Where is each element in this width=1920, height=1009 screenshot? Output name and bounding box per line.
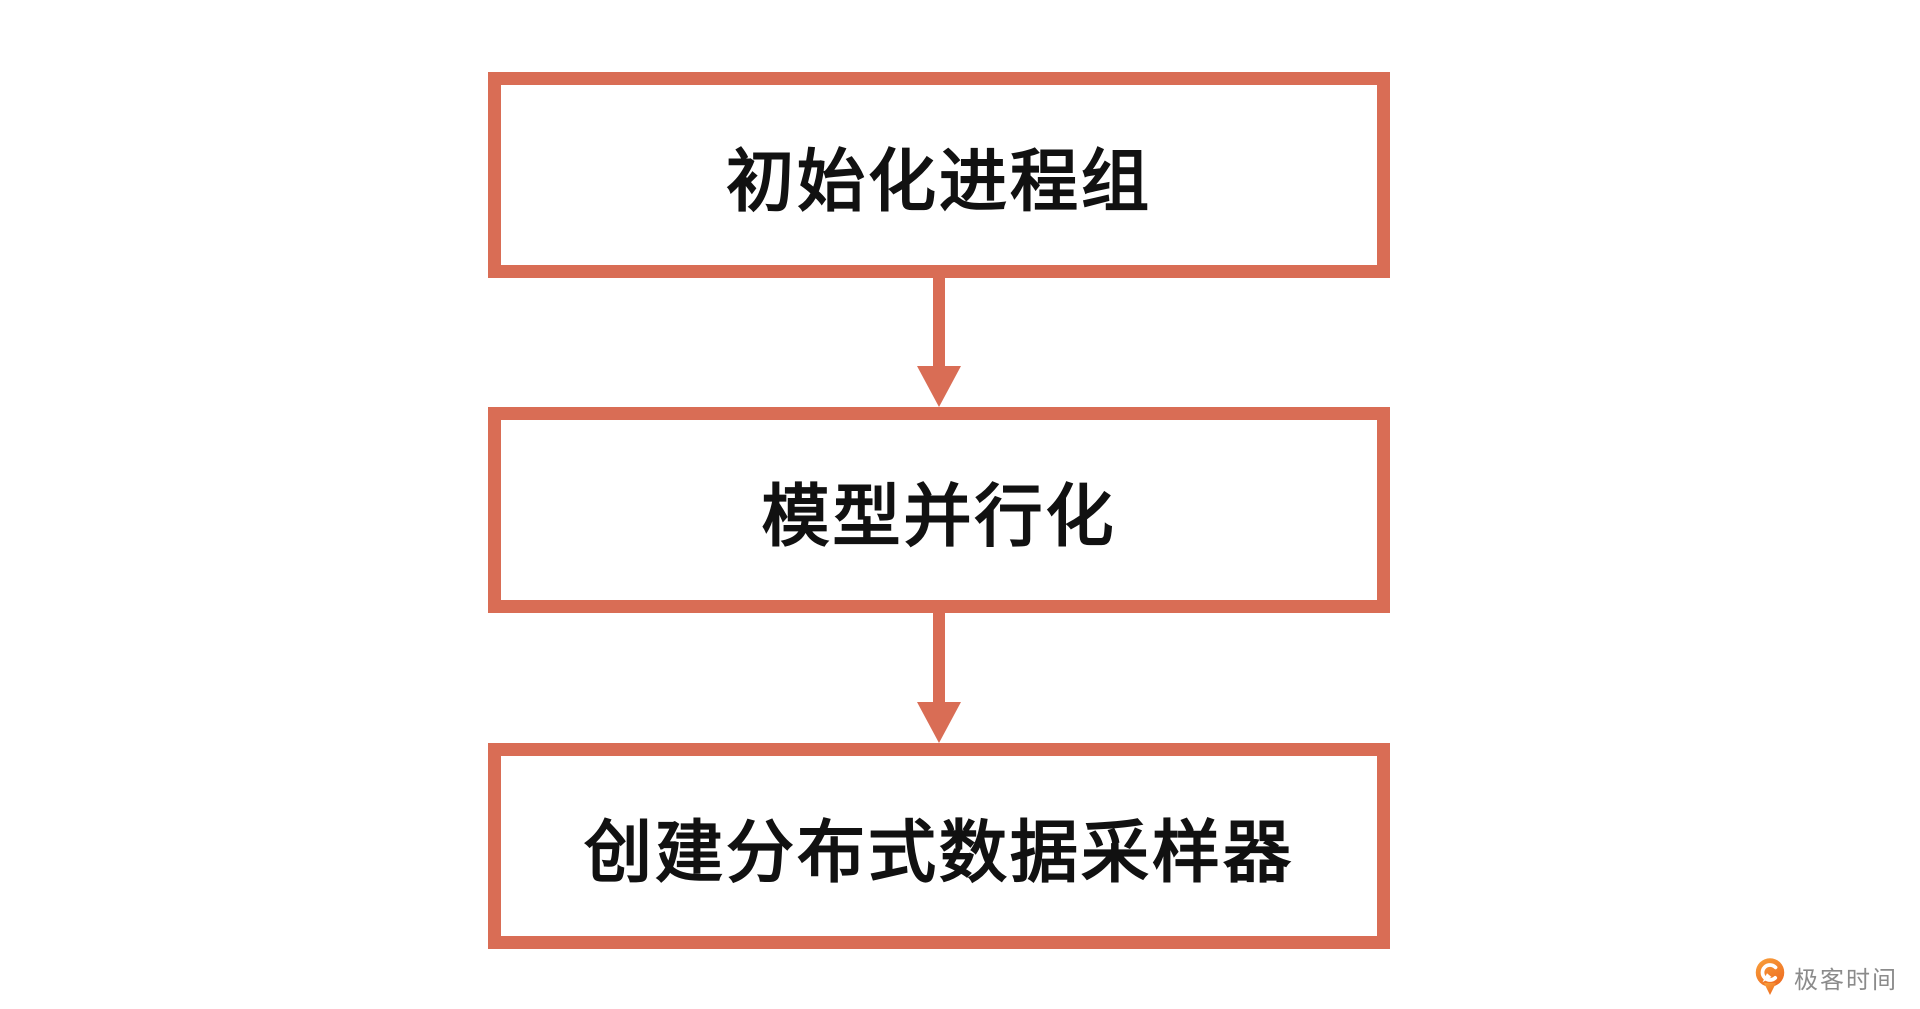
geektime-logo-text: 极客时间 xyxy=(1794,966,1898,994)
flow-node-label: 创建分布式数据采样器 xyxy=(583,814,1294,891)
flow-node-label: 模型并行化 xyxy=(761,478,1117,555)
geektime-logo-icon xyxy=(1755,958,1785,995)
flow-arrow-down-icon xyxy=(917,278,961,407)
flow-node-create-distributed-sampler: 创建分布式数据采样器 xyxy=(488,743,1390,949)
geektime-watermark: 极客时间 xyxy=(1755,957,1898,997)
flow-arrow-down-icon xyxy=(917,612,961,743)
flow-node-init-process-group: 初始化进程组 xyxy=(488,72,1390,278)
flow-node-label: 初始化进程组 xyxy=(725,143,1152,220)
flow-node-model-parallelize: 模型并行化 xyxy=(488,407,1390,613)
